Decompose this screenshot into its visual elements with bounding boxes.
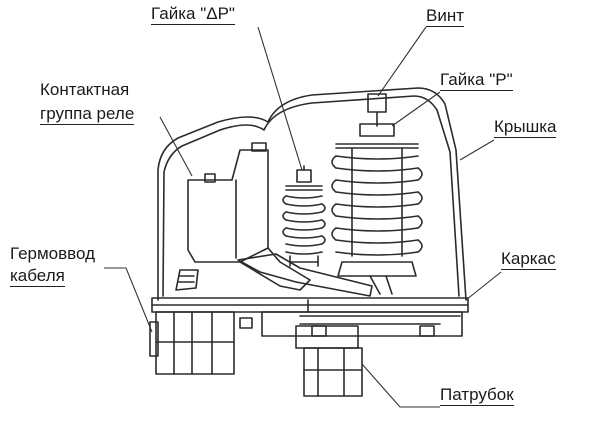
leader-nozzle	[361, 363, 440, 408]
relay-lever	[237, 253, 373, 297]
label-screw: Винт	[426, 6, 465, 27]
nozzle	[303, 347, 363, 397]
nozzle-upper	[295, 325, 359, 349]
cover-inner-outline	[162, 95, 460, 297]
label-frame: Каркас	[501, 249, 556, 270]
frame-bottom-strip	[261, 311, 463, 337]
label-contact-group-line1: Контактная	[40, 80, 130, 99]
label-contact-group-line2: группа реле	[40, 104, 135, 125]
label-cover: Крышка	[494, 117, 557, 138]
leader-nut-dp	[257, 26, 303, 171]
label-nozzle: Патрубок	[440, 385, 514, 406]
spring-dp	[282, 165, 326, 267]
leader-frame	[465, 271, 502, 301]
spring-p	[331, 93, 423, 295]
label-cable-gland-line2: кабеля	[10, 266, 65, 287]
leader-contact-group	[159, 116, 193, 177]
leader-cable-gland	[104, 267, 153, 333]
leader-screw	[377, 26, 427, 97]
cable-gland	[155, 311, 235, 375]
label-nut-dp: Гайка "ΔР"	[151, 4, 235, 25]
leader-nut-p	[391, 91, 441, 127]
relay-contact-group	[187, 149, 269, 263]
label-nut-p: Гайка "Р"	[440, 70, 513, 91]
label-cable-gland-line1: Гермоввод	[10, 244, 95, 263]
leader-cover	[459, 139, 495, 161]
